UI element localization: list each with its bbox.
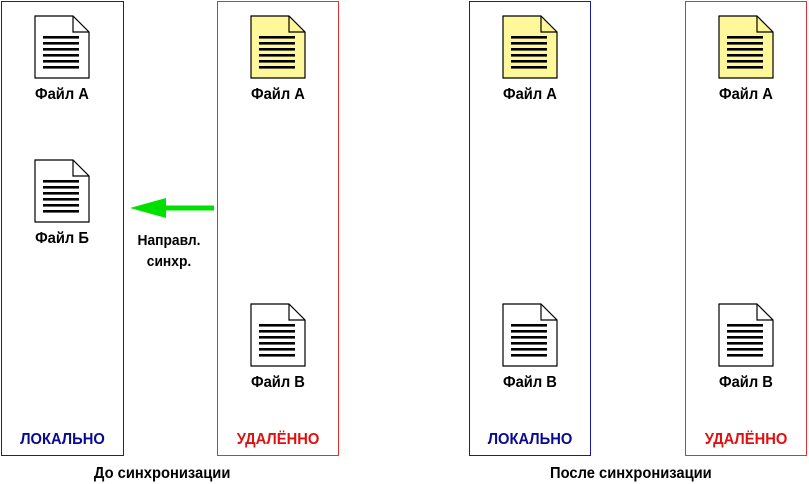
file-name: Файл В xyxy=(719,374,773,391)
file-name: Файл А xyxy=(35,86,89,103)
document-icon xyxy=(34,15,90,79)
after-remote-file-a: Файл А xyxy=(706,14,786,104)
before-remote-panel: Файл А Файл В УДАЛЁННО xyxy=(217,1,339,456)
after-local-file-a: Файл А xyxy=(490,14,570,104)
document-icon xyxy=(718,303,774,367)
after-local-file-v: Файл В xyxy=(490,302,570,392)
before-local-file-b: Файл Б xyxy=(22,158,102,248)
before-remote-file-a: Файл А xyxy=(238,14,318,104)
caption-before: До синхронизации xyxy=(93,465,231,482)
after-local-panel: Файл А Файл В ЛОКАЛЬНО xyxy=(469,1,591,456)
document-icon xyxy=(250,15,306,79)
document-icon xyxy=(718,15,774,79)
file-name: Файл В xyxy=(251,374,305,391)
before-remote-file-v: Файл В xyxy=(238,302,318,392)
caption-after: После синхронизации xyxy=(550,465,712,482)
after-remote-panel: Файл А Файл В УДАЛЁННО xyxy=(685,1,807,456)
sync-direction-line2: синхр. xyxy=(146,253,192,270)
panel-label-remote: УДАЛЁННО xyxy=(704,431,788,448)
document-icon xyxy=(250,303,306,367)
file-name: Файл А xyxy=(251,86,305,103)
file-name: Файл Б xyxy=(35,230,89,247)
file-name: Файл А xyxy=(503,86,557,103)
after-remote-file-v: Файл В xyxy=(706,302,786,392)
panel-label-local: ЛОКАЛЬНО xyxy=(20,431,105,448)
document-icon xyxy=(502,15,558,79)
file-name: Файл А xyxy=(719,86,773,103)
before-local-panel: Файл А Файл Б ЛОКАЛЬНО xyxy=(1,1,124,456)
sync-direction-label: Направл. синхр. xyxy=(129,230,208,272)
sync-direction-line1: Направл. xyxy=(137,232,201,249)
arrow-left-icon xyxy=(130,198,214,218)
file-name: Файл В xyxy=(503,374,557,391)
panel-label-remote: УДАЛЁННО xyxy=(236,431,320,448)
panel-label-local: ЛОКАЛЬНО xyxy=(487,431,573,448)
document-icon xyxy=(34,159,90,223)
document-icon xyxy=(502,303,558,367)
before-local-file-a: Файл А xyxy=(22,14,102,104)
